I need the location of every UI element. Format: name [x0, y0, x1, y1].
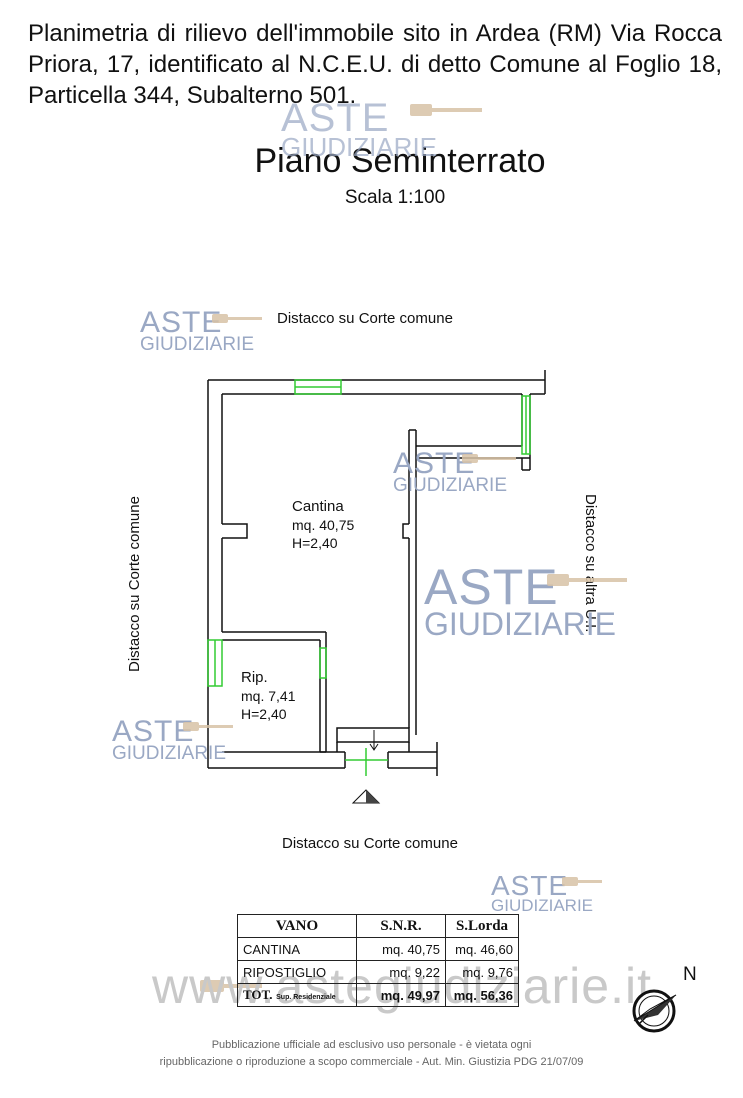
table-header: S.N.R. [356, 914, 446, 938]
total-label: TOT. [243, 987, 273, 1002]
watermark-logo: ASTE GIUDIZIARIE [140, 306, 255, 355]
room-height: H=2,40 [241, 706, 287, 722]
room-ripostiglio: Rip. mq. 7,41 H=2,40 [241, 669, 295, 723]
scale-label: Scala 1:100 [344, 187, 446, 208]
footer-line: ripubblicazione o riproduzione a scopo c… [159, 1056, 584, 1068]
watermark-logo: ASTE GIUDIZIARIE [281, 96, 438, 162]
total-sublabel: Sup. Residenziale [276, 994, 336, 1001]
watermark-logo: ASTE GIUDIZIARIE [491, 870, 594, 916]
table-total-row: TOT. Sup. Residenziale mq. 49,97 mq. 56,… [237, 983, 519, 1007]
table-header: VANO [237, 914, 357, 938]
room-area: mq. 7,41 [241, 688, 296, 704]
table-cell: mq. 56,36 [445, 983, 519, 1007]
compass-icon [632, 989, 677, 1033]
watermark-logo: ASTE GIUDIZIARIE [393, 447, 508, 496]
watermark-logo: ASTE GIUDIZIARIE [424, 559, 617, 642]
room-height: H=2,40 [292, 535, 338, 551]
table-cell: mq. 40,75 [356, 937, 446, 961]
label-top-surroundings: Distacco su Corte comune [277, 310, 453, 327]
table-cell: RIPOSTIGLIO [237, 960, 357, 984]
table-cell: CANTINA [237, 937, 357, 961]
label-bottom-surroundings: Distacco su Corte comune [282, 835, 458, 852]
table-cell: mq. 49,97 [356, 983, 446, 1007]
room-name: Cantina [292, 498, 344, 515]
table-header: S.Lorda [445, 914, 519, 938]
footer-line: Pubblicazione ufficiale ad esclusivo uso… [211, 1039, 532, 1051]
footer-notice: Pubblicazione ufficiale ad esclusivo uso… [0, 1037, 743, 1071]
watermark-logo: ASTE GIUDIZIARIE [112, 715, 227, 764]
floor-title: Piano Seminterrato [254, 142, 546, 180]
label-left-surroundings: Distacco su Corte comune [126, 496, 143, 672]
area-table: VANO S.N.R. S.Lorda CANTINA mq. 40,75 mq… [237, 914, 519, 1007]
table-header-row: VANO S.N.R. S.Lorda [237, 914, 519, 938]
table-cell: mq. 46,60 [445, 937, 519, 961]
room-area: mq. 40,75 [292, 517, 355, 533]
table-cell: mq. 9,22 [356, 960, 446, 984]
room-name: Rip. [241, 669, 268, 686]
room-cantina: Cantina mq. 40,75 H=2,40 [292, 498, 354, 552]
table-row: RIPOSTIGLIO mq. 9,22 mq. 9,76 [237, 960, 519, 984]
table-cell: TOT. Sup. Residenziale [237, 983, 357, 1007]
table-cell: mq. 9,76 [445, 960, 519, 984]
table-row: CANTINA mq. 40,75 mq. 46,60 [237, 937, 519, 961]
property-description: Planimetria di rilievo dell'immobile sit… [28, 20, 722, 109]
north-label: N [683, 964, 697, 985]
